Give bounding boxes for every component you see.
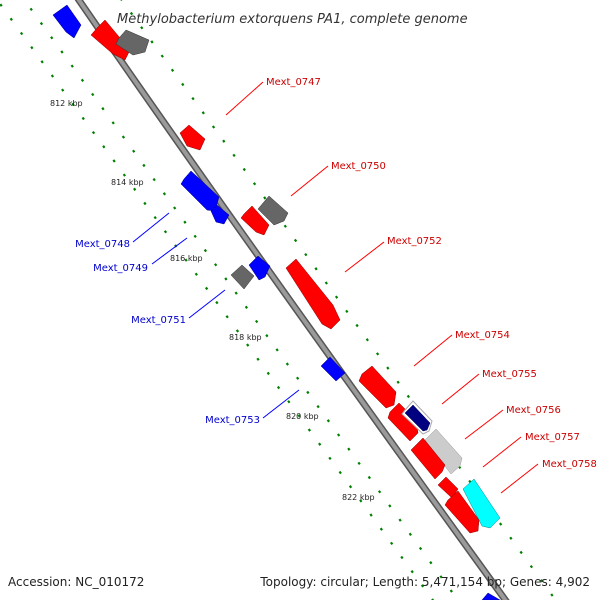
forward-gene-labels: Mext_0747 Mext_0750 Mext_0752 Mext_0754 … bbox=[266, 77, 597, 470]
gene-arrow-forward[interactable] bbox=[90, 19, 131, 61]
gene-label-mext-0755[interactable]: Mext_0755 bbox=[482, 369, 537, 380]
gene-label-mext-0758[interactable]: Mext_0758 bbox=[542, 459, 597, 470]
map-title: Methylobacterium extorquens PA1, complet… bbox=[117, 12, 468, 27]
gene-label-mext-0750[interactable]: Mext_0750 bbox=[331, 161, 386, 172]
tick-label-818: 818 kbp bbox=[229, 333, 262, 342]
gene-label-mext-0751[interactable]: Mext_0751 bbox=[131, 315, 186, 326]
gene-features bbox=[52, 4, 501, 600]
leader-mext-0754 bbox=[413, 334, 453, 367]
inner-dotted-track bbox=[0, 1, 435, 600]
leader-mext-0756 bbox=[464, 409, 504, 440]
gene-label-mext-0747[interactable]: Mext_0747 bbox=[266, 77, 321, 88]
leader-mext-0757 bbox=[482, 436, 522, 468]
genome-backbone bbox=[74, 0, 510, 600]
tick-label-812: 812 kbp bbox=[50, 99, 83, 108]
gene-arrow-mext-0753[interactable] bbox=[320, 356, 346, 382]
gene-arrow-mext-0757[interactable] bbox=[410, 437, 446, 480]
leader-mext-0751 bbox=[188, 289, 226, 319]
tick-label-814: 814 kbp bbox=[111, 178, 144, 187]
gene-label-mext-0752[interactable]: Mext_0752 bbox=[387, 236, 442, 247]
gene-arrow-other[interactable] bbox=[115, 29, 150, 56]
gene-arrow-other-3[interactable] bbox=[230, 264, 255, 290]
gene-arrow-other-2[interactable] bbox=[257, 195, 289, 226]
leader-mext-0752 bbox=[344, 241, 385, 273]
scale-tick-labels: 812 kbp 814 kbp 816 kbp 818 kbp 820 kbp … bbox=[50, 99, 375, 502]
reverse-gene-labels: Mext_0748 Mext_0749 Mext_0751 Mext_0753 bbox=[75, 239, 260, 426]
gene-arrow-mext-0750[interactable] bbox=[240, 205, 270, 236]
topology-text: Topology: circular; Length: 5,471,154 bp… bbox=[259, 575, 590, 589]
gene-arrow-mext-0754[interactable] bbox=[358, 365, 397, 409]
tick-label-816: 816 kbp bbox=[170, 254, 203, 263]
leader-mext-0748 bbox=[132, 212, 170, 243]
gene-arrow-mext-0747[interactable] bbox=[179, 124, 206, 151]
gene-label-mext-0748[interactable]: Mext_0748 bbox=[75, 239, 130, 250]
scale-tracks bbox=[0, 0, 557, 600]
accession-text: Accession: NC_010172 bbox=[8, 575, 144, 589]
leader-mext-0749 bbox=[151, 237, 188, 265]
outer-scale-track bbox=[23, 0, 460, 600]
gene-label-mext-0753[interactable]: Mext_0753 bbox=[205, 415, 260, 426]
gene-arrow-forward-2[interactable] bbox=[444, 490, 480, 534]
gene-arrow-mext-0751[interactable] bbox=[248, 255, 271, 281]
leader-mext-0755 bbox=[441, 373, 480, 405]
gene-arrow-mext-0757-light[interactable] bbox=[424, 428, 463, 475]
tick-label-820: 820 kbp bbox=[286, 412, 319, 421]
tick-label-822: 822 kbp bbox=[342, 493, 375, 502]
forward-leader-lines bbox=[225, 81, 539, 494]
gene-arrow-reverse[interactable] bbox=[52, 4, 82, 39]
gene-arrow-mext-0756[interactable] bbox=[404, 404, 431, 432]
outer-dotted-track bbox=[120, 0, 557, 600]
gene-arrow-small-forward[interactable] bbox=[437, 476, 459, 499]
reverse-leader-lines bbox=[132, 212, 300, 419]
gene-arrow-mext-0749[interactable] bbox=[210, 204, 230, 225]
leader-mext-0753 bbox=[262, 389, 300, 419]
leader-mext-0758 bbox=[500, 463, 539, 494]
gene-arrow-mext-0755[interactable] bbox=[387, 402, 419, 442]
leader-mext-0747 bbox=[225, 81, 264, 116]
gene-arrow-mext-0752[interactable] bbox=[285, 258, 341, 330]
gene-label-mext-0754[interactable]: Mext_0754 bbox=[455, 330, 510, 341]
gene-label-mext-0749[interactable]: Mext_0749 bbox=[93, 263, 148, 274]
gene-label-mext-0757[interactable]: Mext_0757 bbox=[525, 432, 580, 443]
backbone-arc-shadow bbox=[74, 0, 510, 600]
gene-label-mext-0756[interactable]: Mext_0756 bbox=[506, 405, 561, 416]
gene-arrow-bottom-blue[interactable] bbox=[481, 592, 501, 600]
leader-mext-0750 bbox=[290, 165, 329, 197]
